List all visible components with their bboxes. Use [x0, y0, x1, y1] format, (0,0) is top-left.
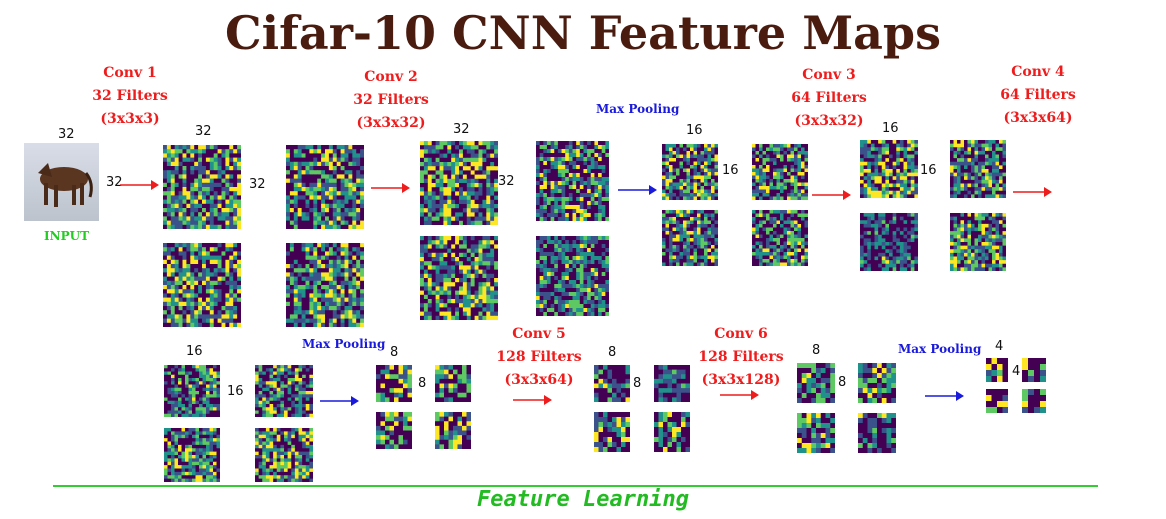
- conv1-filters: 32 Filters: [92, 88, 168, 104]
- p3-top-dim: 4: [995, 339, 1004, 354]
- input-side-dim: 32: [106, 175, 123, 190]
- p3-map-b: [986, 389, 1008, 413]
- p1-map-b: [662, 210, 718, 266]
- p1-side-dim: 16: [722, 163, 739, 178]
- conv6-arrow-icon: [720, 390, 759, 400]
- p1-top-dim: 16: [686, 123, 703, 138]
- p3-map-d: [1022, 389, 1046, 413]
- conv4-kernel: (3x3x64): [1003, 110, 1073, 126]
- c4-top-dim: 16: [186, 344, 203, 359]
- c6-map-a: [797, 363, 835, 403]
- page-title: Cifar-10 CNN Feature Maps: [225, 6, 941, 60]
- conv1-arrow-icon: [120, 180, 159, 190]
- conv5-label: Conv 5 128 Filters (3x3x64): [474, 323, 604, 392]
- conv5-kernel: (3x3x64): [504, 372, 574, 388]
- conv1-kernel: (3x3x3): [100, 111, 160, 127]
- c5-map-c: [654, 365, 690, 402]
- c4-map-b: [164, 428, 220, 482]
- c2-map-d: [536, 236, 609, 316]
- conv3-kernel: (3x3x32): [794, 113, 864, 129]
- c3-map-b: [860, 213, 918, 271]
- conv2-arrow-icon: [371, 183, 410, 193]
- conv1-name: Conv 1: [103, 65, 157, 81]
- input-top-dim: 32: [58, 127, 75, 142]
- c6-top-dim: 8: [812, 343, 821, 358]
- conv4-label: Conv 4 64 Filters (3x3x64): [978, 61, 1098, 130]
- conv3-arrow-icon: [812, 190, 851, 200]
- pool2-label: Max Pooling: [302, 337, 386, 351]
- pool2-arrow-icon: [320, 396, 359, 406]
- c5-map-b: [594, 412, 630, 452]
- p1-map-a: [662, 144, 718, 200]
- pool3-label: Max Pooling: [898, 342, 982, 356]
- c1-map-b: [163, 243, 241, 327]
- conv1-label: Conv 1 32 Filters (3x3x3): [70, 62, 190, 131]
- p3-map-c: [1022, 358, 1046, 382]
- c3-top-dim: 16: [882, 121, 899, 136]
- conv2-name: Conv 2: [364, 69, 418, 85]
- pool3-arrow-icon: [925, 391, 964, 401]
- c3-side-dim: 16: [920, 163, 937, 178]
- c6-side-dim: 8: [838, 375, 847, 390]
- c1-map-c: [286, 145, 364, 229]
- conv6-label: Conv 6 128 Filters (3x3x128): [676, 323, 806, 392]
- c5-map-a: [594, 365, 630, 402]
- c2-side-dim: 32: [498, 174, 515, 189]
- c2-map-b: [420, 236, 498, 320]
- c3-map-a: [860, 140, 918, 198]
- conv2-filters: 32 Filters: [353, 92, 429, 108]
- p2-top-dim: 8: [390, 345, 399, 360]
- p1-map-d: [752, 210, 808, 266]
- c1-map-a: [163, 145, 241, 229]
- c6-map-b: [797, 413, 835, 453]
- c4-map-a: [164, 365, 220, 417]
- c4-map-c: [255, 365, 313, 417]
- c4-map-d: [255, 428, 313, 482]
- c2-top-dim: 32: [453, 122, 470, 137]
- input-label: INPUT: [44, 229, 89, 243]
- conv6-filters: 128 Filters: [698, 349, 784, 365]
- p3-side-dim: 4: [1012, 364, 1021, 379]
- p2-map-b: [376, 412, 412, 449]
- conv4-name: Conv 4: [1011, 64, 1065, 80]
- conv4-filters: 64 Filters: [1000, 87, 1076, 103]
- conv5-arrow-icon: [513, 395, 552, 405]
- c1-map-d: [286, 243, 364, 327]
- conv2-label: Conv 2 32 Filters (3x3x32): [331, 66, 451, 135]
- p3-map-a: [986, 358, 1008, 382]
- c5-map-d: [654, 412, 690, 452]
- conv6-kernel: (3x3x128): [701, 372, 781, 388]
- c5-side-dim: 8: [633, 376, 642, 391]
- conv3-name: Conv 3: [802, 67, 856, 83]
- conv6-name: Conv 6: [714, 326, 768, 342]
- p2-map-d: [435, 412, 471, 449]
- pool1-label: Max Pooling: [596, 102, 680, 116]
- conv3-label: Conv 3 64 Filters (3x3x32): [769, 64, 889, 133]
- p1-map-c: [752, 144, 808, 200]
- c5-top-dim: 8: [608, 345, 617, 360]
- c3-map-d: [950, 213, 1006, 271]
- conv2-kernel: (3x3x32): [356, 115, 426, 131]
- conv5-filters: 128 Filters: [496, 349, 582, 365]
- conv3-filters: 64 Filters: [791, 90, 867, 106]
- footer-divider: [53, 485, 1098, 487]
- conv4-arrow-icon: [1013, 187, 1052, 197]
- c6-map-c: [858, 363, 896, 403]
- c6-map-d: [858, 413, 896, 453]
- p2-map-a: [376, 365, 412, 402]
- c4-side-dim: 16: [227, 384, 244, 399]
- p2-side-dim: 8: [418, 376, 427, 391]
- c1-top-dim: 32: [195, 124, 212, 139]
- footer-feature-learning: Feature Learning: [477, 487, 689, 512]
- c1-side-dim: 32: [249, 177, 266, 192]
- conv5-name: Conv 5: [512, 326, 566, 342]
- input-horse-image: [24, 143, 99, 221]
- p2-map-c: [435, 365, 471, 402]
- c2-map-a: [420, 141, 498, 225]
- c3-map-c: [950, 140, 1006, 198]
- c2-map-c: [536, 141, 609, 221]
- pool1-arrow-icon: [618, 185, 657, 195]
